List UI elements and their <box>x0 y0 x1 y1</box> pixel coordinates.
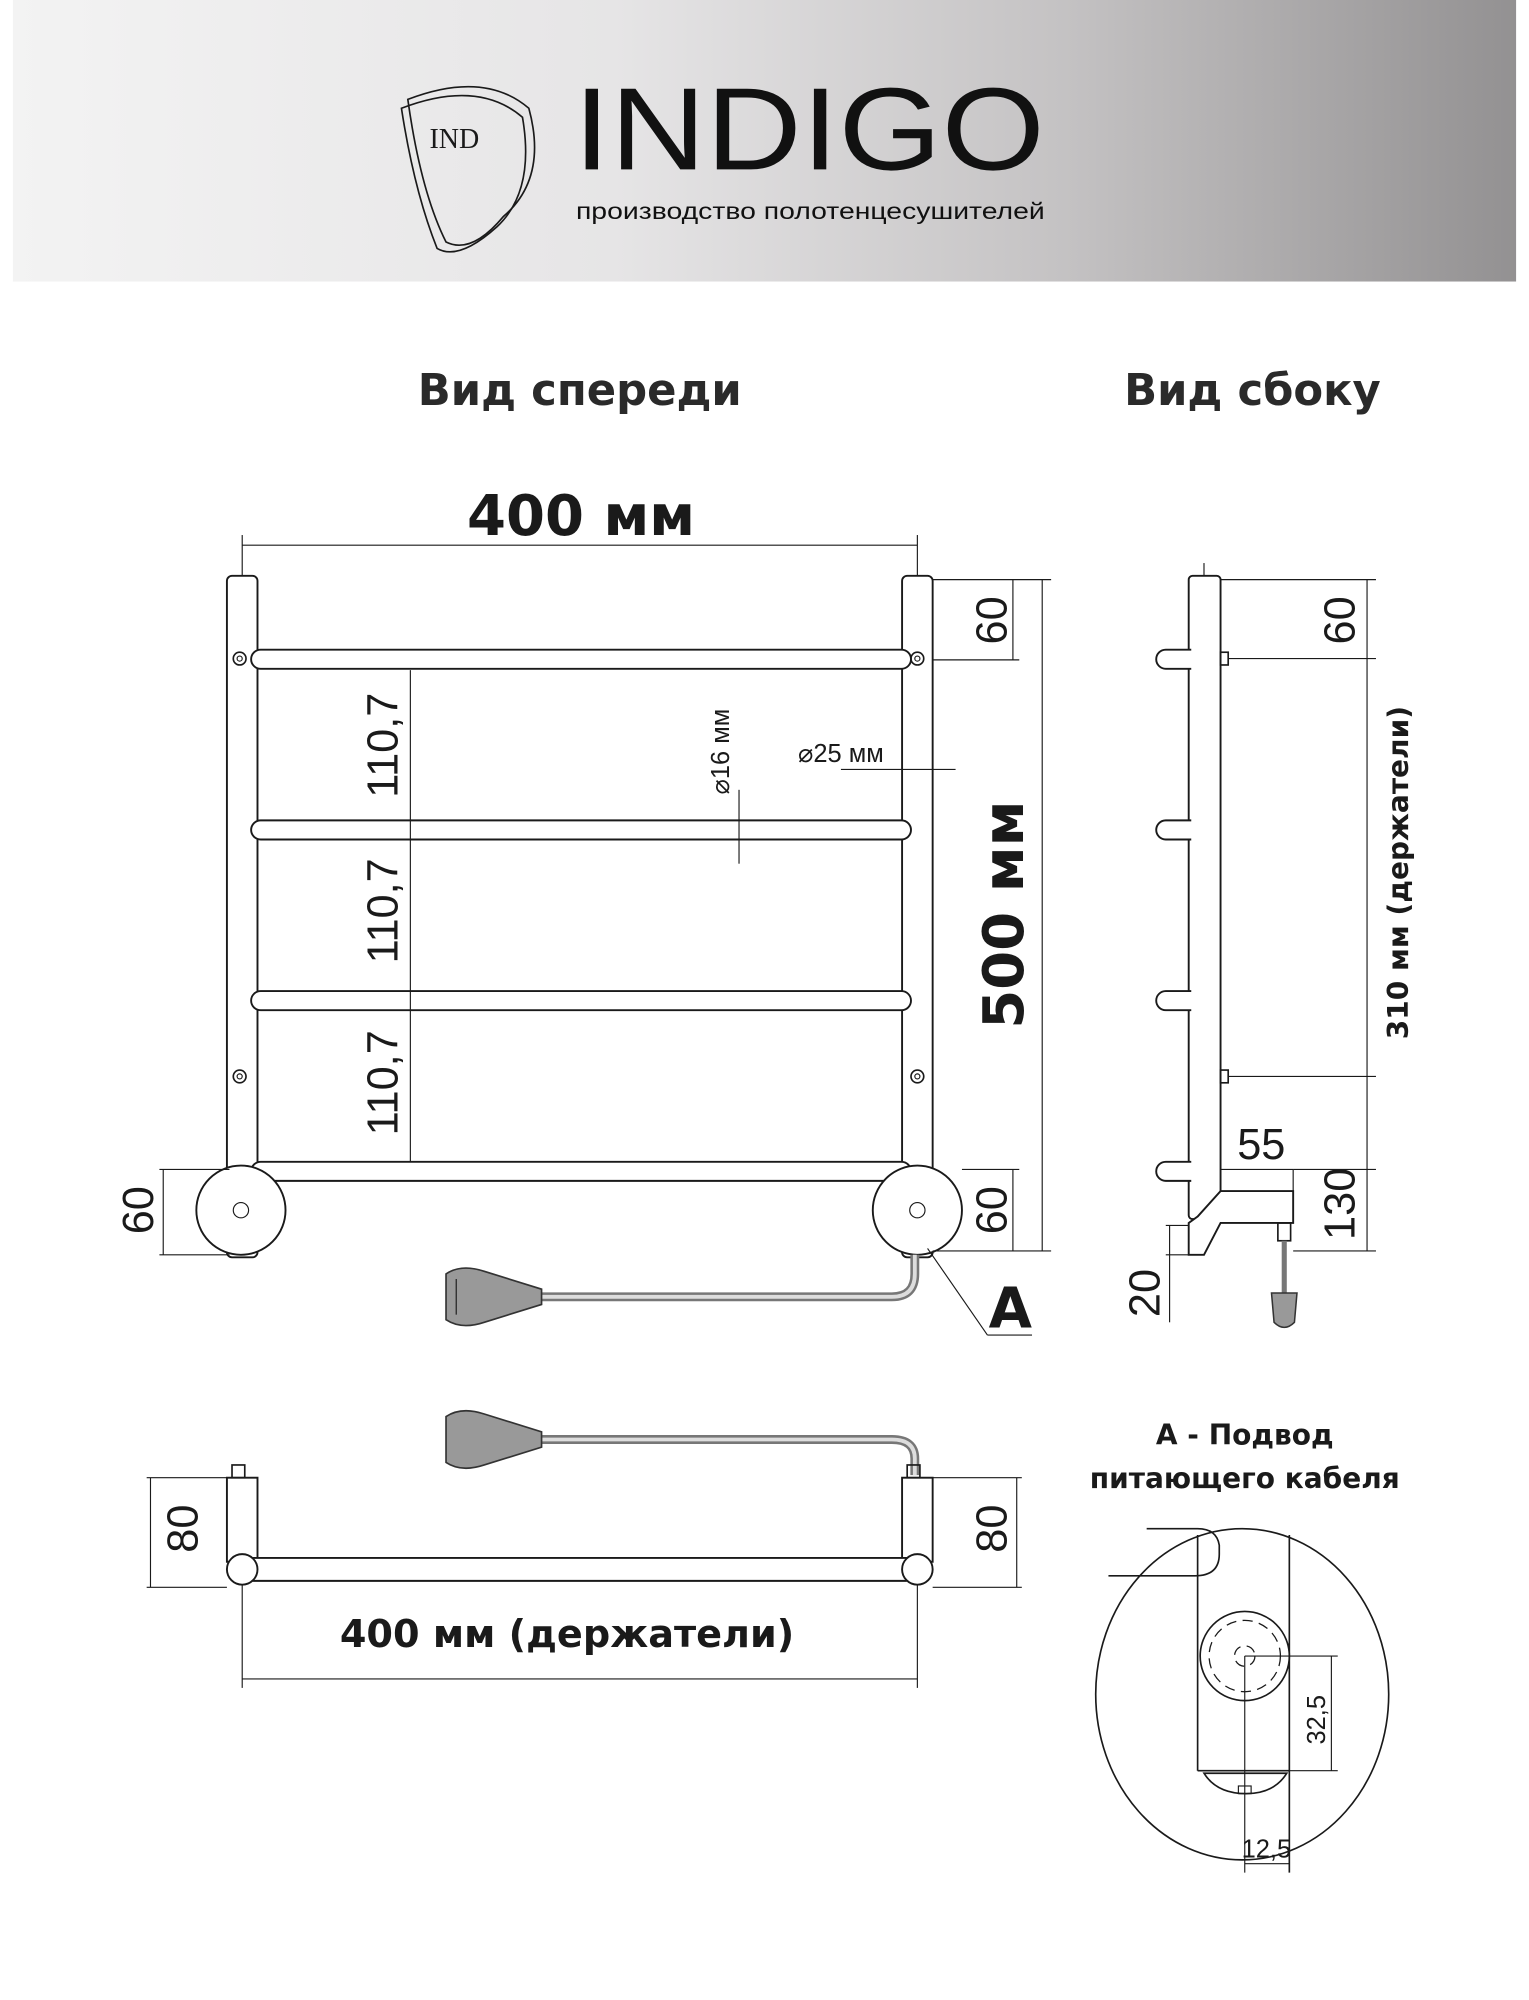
brand-name: INDIGO <box>573 63 1044 194</box>
front-height-label: 500 мм <box>972 801 1037 1029</box>
side-plug-icon <box>1270 1292 1298 1329</box>
detail-a-marker: A <box>989 1276 1033 1341</box>
top-plug-icon <box>445 1409 543 1470</box>
side-top-offset: 60 <box>1316 596 1364 644</box>
post-diameter-label: ⌀25 мм <box>798 740 884 768</box>
top-depth-left: 80 <box>160 1505 208 1553</box>
plug-icon <box>445 1267 543 1327</box>
side-bottom-height: 130 <box>1316 1168 1364 1240</box>
left-post <box>225 574 259 1259</box>
detail-a: A - Подвод питающего кабеля 32,5 12,5 <box>1090 1419 1400 1873</box>
detail-horizontal-dim: 12,5 <box>1242 1835 1292 1863</box>
side-view-title: Вид сбоку <box>1124 366 1381 416</box>
right-end-cap <box>871 1164 963 1256</box>
detail-a-title-line2: питающего кабеля <box>1090 1462 1400 1495</box>
side-view: 60 310 мм (держатели) 55 130 20 <box>1121 563 1415 1329</box>
rail-2 <box>250 819 912 841</box>
logo-mark-icon: IND <box>400 85 536 253</box>
front-view-title: Вид спереди <box>418 366 742 416</box>
left-end-cap <box>195 1164 287 1256</box>
rail-spacing-2: 110,7 <box>360 858 408 963</box>
top-holders-width: 400 мм (держатели) <box>340 1613 794 1657</box>
detail-vertical-dim: 32,5 <box>1303 1695 1331 1745</box>
top-depth-right: 80 <box>969 1505 1017 1553</box>
right-post <box>901 574 934 1259</box>
side-rail-ends <box>1155 648 1192 1182</box>
top-rail <box>241 1557 919 1582</box>
detail-circle <box>1094 1527 1390 1861</box>
rail-spacing-1: 110,7 <box>360 693 408 798</box>
side-holders-label: 310 мм (держатели) <box>1382 706 1415 1039</box>
side-depth: 55 <box>1237 1121 1285 1169</box>
front-width-label: 400 мм <box>467 484 695 549</box>
front-view: 400 мм 60 500 мм 60 60 110,7 110,7 <box>115 484 1052 1341</box>
brand-tagline: производство полотенцесушителей <box>576 198 1045 224</box>
rail-1 <box>250 648 912 670</box>
front-bottom-offset-right: 60 <box>969 1186 1017 1234</box>
rail-spacing-3: 110,7 <box>360 1030 408 1135</box>
side-heater-block <box>1187 1190 1295 1256</box>
side-post <box>1187 574 1222 1221</box>
front-bottom-offset-left: 60 <box>115 1186 163 1234</box>
front-top-offset: 60 <box>969 596 1017 644</box>
header-banner: IND INDIGO производство полотенцесушител… <box>12 0 1517 282</box>
logo-mark-text: IND <box>429 124 479 155</box>
mount-screw-icon <box>232 651 925 1084</box>
side-base-offset: 20 <box>1121 1269 1169 1317</box>
rail-diameter-label: ⌀16 мм <box>707 709 735 795</box>
detail-a-title-line1: A - Подвод <box>1156 1419 1334 1452</box>
top-view: 80 80 400 мм (держатели) <box>146 1409 1022 1688</box>
power-cable <box>541 1254 920 1302</box>
rail-3 <box>250 990 912 1012</box>
rail-4 <box>250 1160 912 1182</box>
